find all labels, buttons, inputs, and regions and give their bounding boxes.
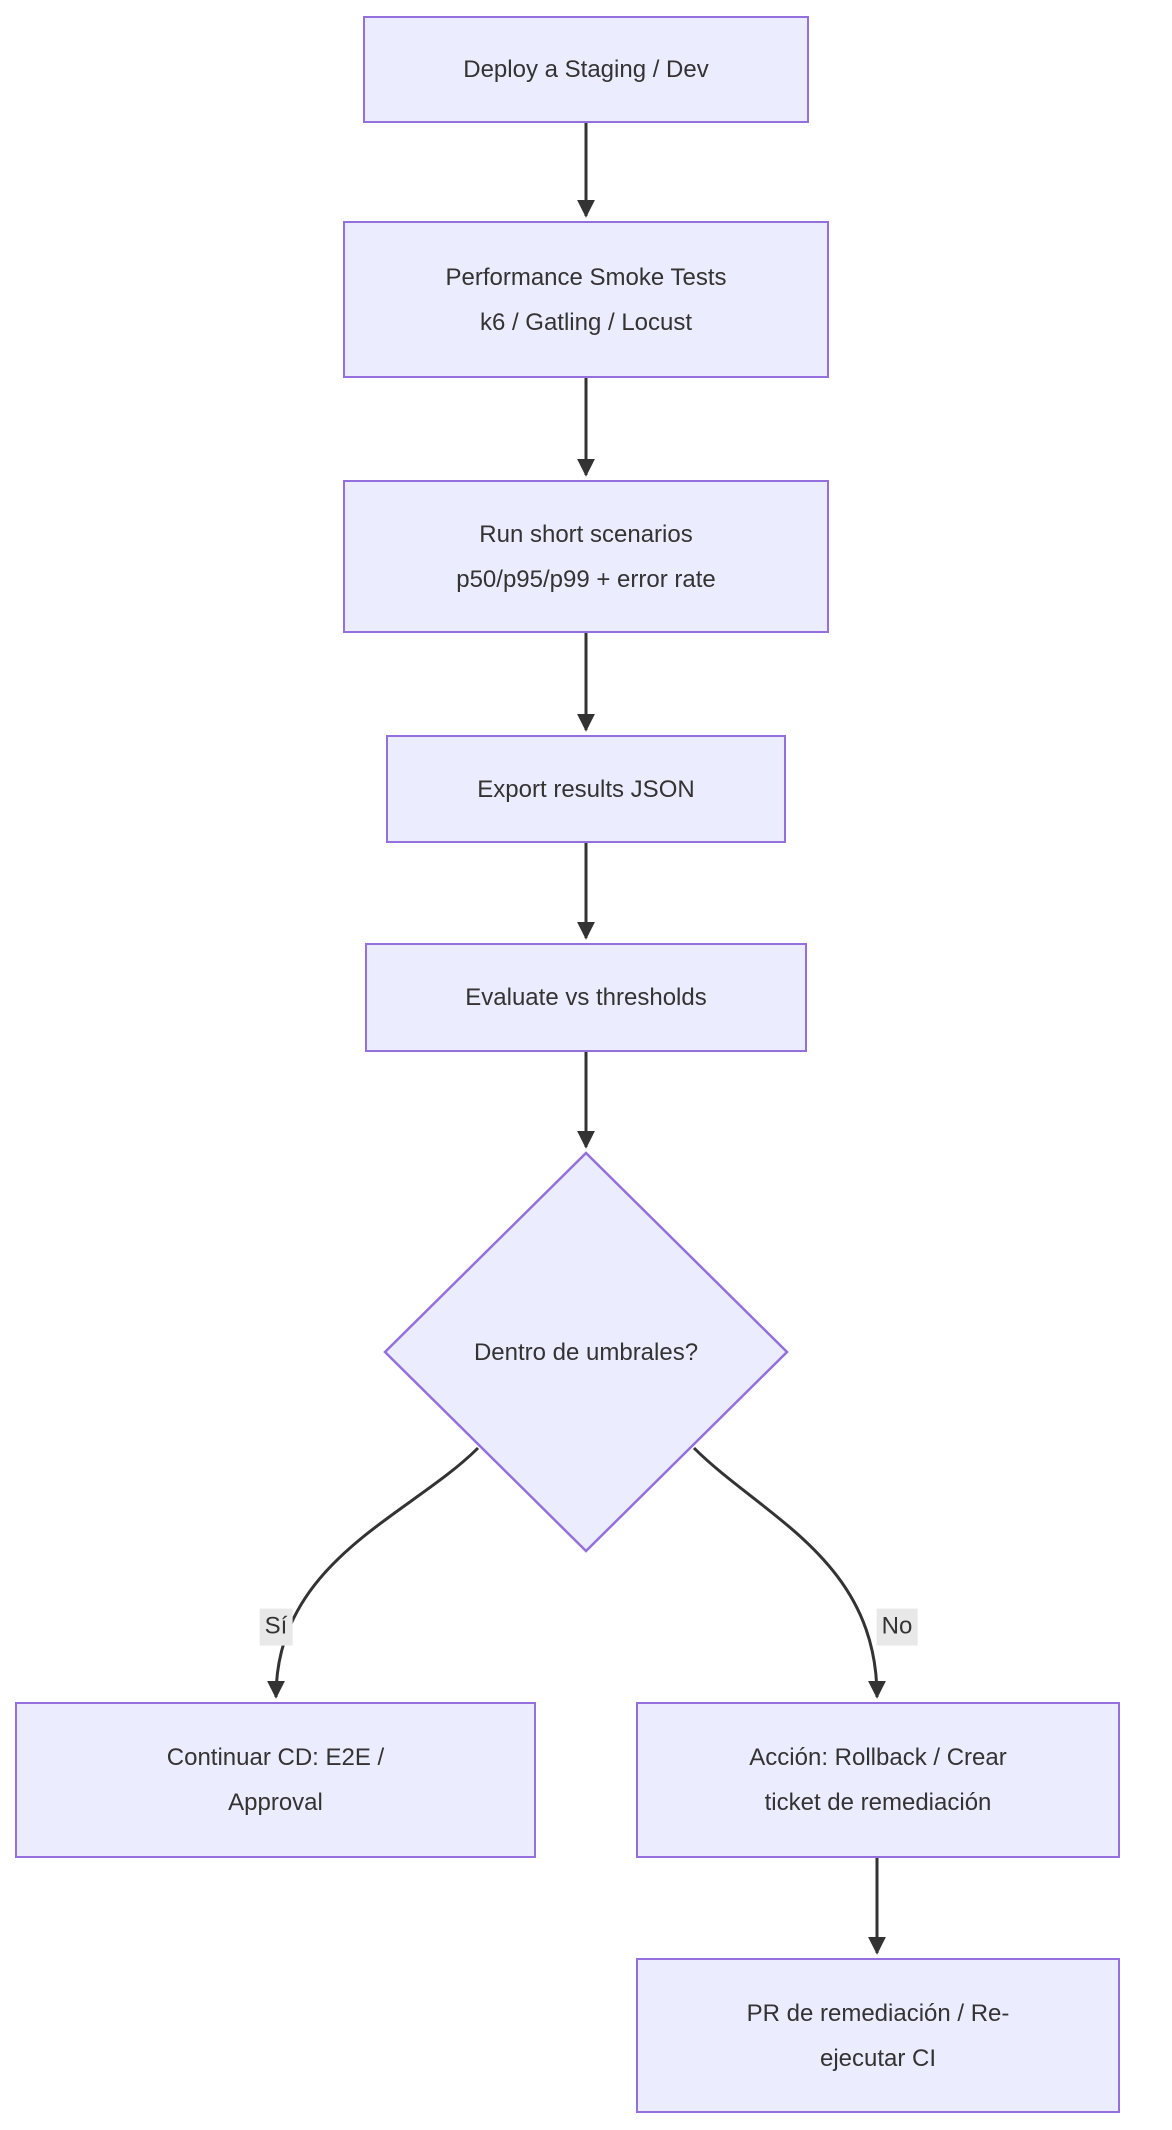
decision-diamond-shape: [383, 1151, 789, 1553]
node-label: Approval: [228, 1789, 323, 1816]
node-label: Dentro de umbrales?: [473, 1338, 699, 1366]
node-accion-rollback: Acción: Rollback / Crear ticket de remed…: [636, 1702, 1120, 1858]
edge-decision-to-rollback: [692, 1446, 886, 1699]
node-label: k6 / Gatling / Locust: [479, 308, 693, 336]
node-evaluate-thresholds: Evaluate vs thresholds: [365, 943, 807, 1052]
node-label: Deploy a Staging / Dev: [463, 56, 709, 83]
node-dentro-umbrales: Dentro de umbrales?: [406, 1302, 766, 1402]
edge-decision-to-continuar: [267, 1446, 480, 1699]
node-perf-smoke-tests: Performance Smoke Tests k6 / Gatling / L…: [343, 221, 829, 378]
node-label: Acción: Rollback / Crear: [749, 1744, 1007, 1771]
node-export-results: Export results JSON: [386, 735, 786, 843]
node-label: PR de remediación / Re-: [746, 1999, 1010, 2027]
node-label: Export results JSON: [477, 775, 695, 803]
node-pr-remediacion: PR de remediación / Re- ejecutar CI: [636, 1958, 1120, 2113]
node-label: Performance Smoke Tests: [445, 263, 727, 291]
edge-label-si: Sí: [259, 1608, 293, 1646]
node-label: ticket de remediación: [764, 1789, 992, 1816]
edge-label-no: No: [876, 1608, 918, 1646]
node-label: Run short scenarios: [479, 520, 693, 548]
node-continuar-cd: Continuar CD: E2E / Approval: [15, 1702, 536, 1858]
node-label: Evaluate vs thresholds: [465, 984, 707, 1011]
node-label: Continuar CD: E2E /: [166, 1744, 385, 1771]
node-label: p50/p95/p99 + error rate: [456, 565, 716, 593]
node-run-short-scenarios: Run short scenarios p50/p95/p99 + error …: [343, 480, 829, 633]
node-label: ejecutar CI: [819, 2044, 937, 2072]
node-deploy-staging: Deploy a Staging / Dev: [363, 16, 809, 123]
